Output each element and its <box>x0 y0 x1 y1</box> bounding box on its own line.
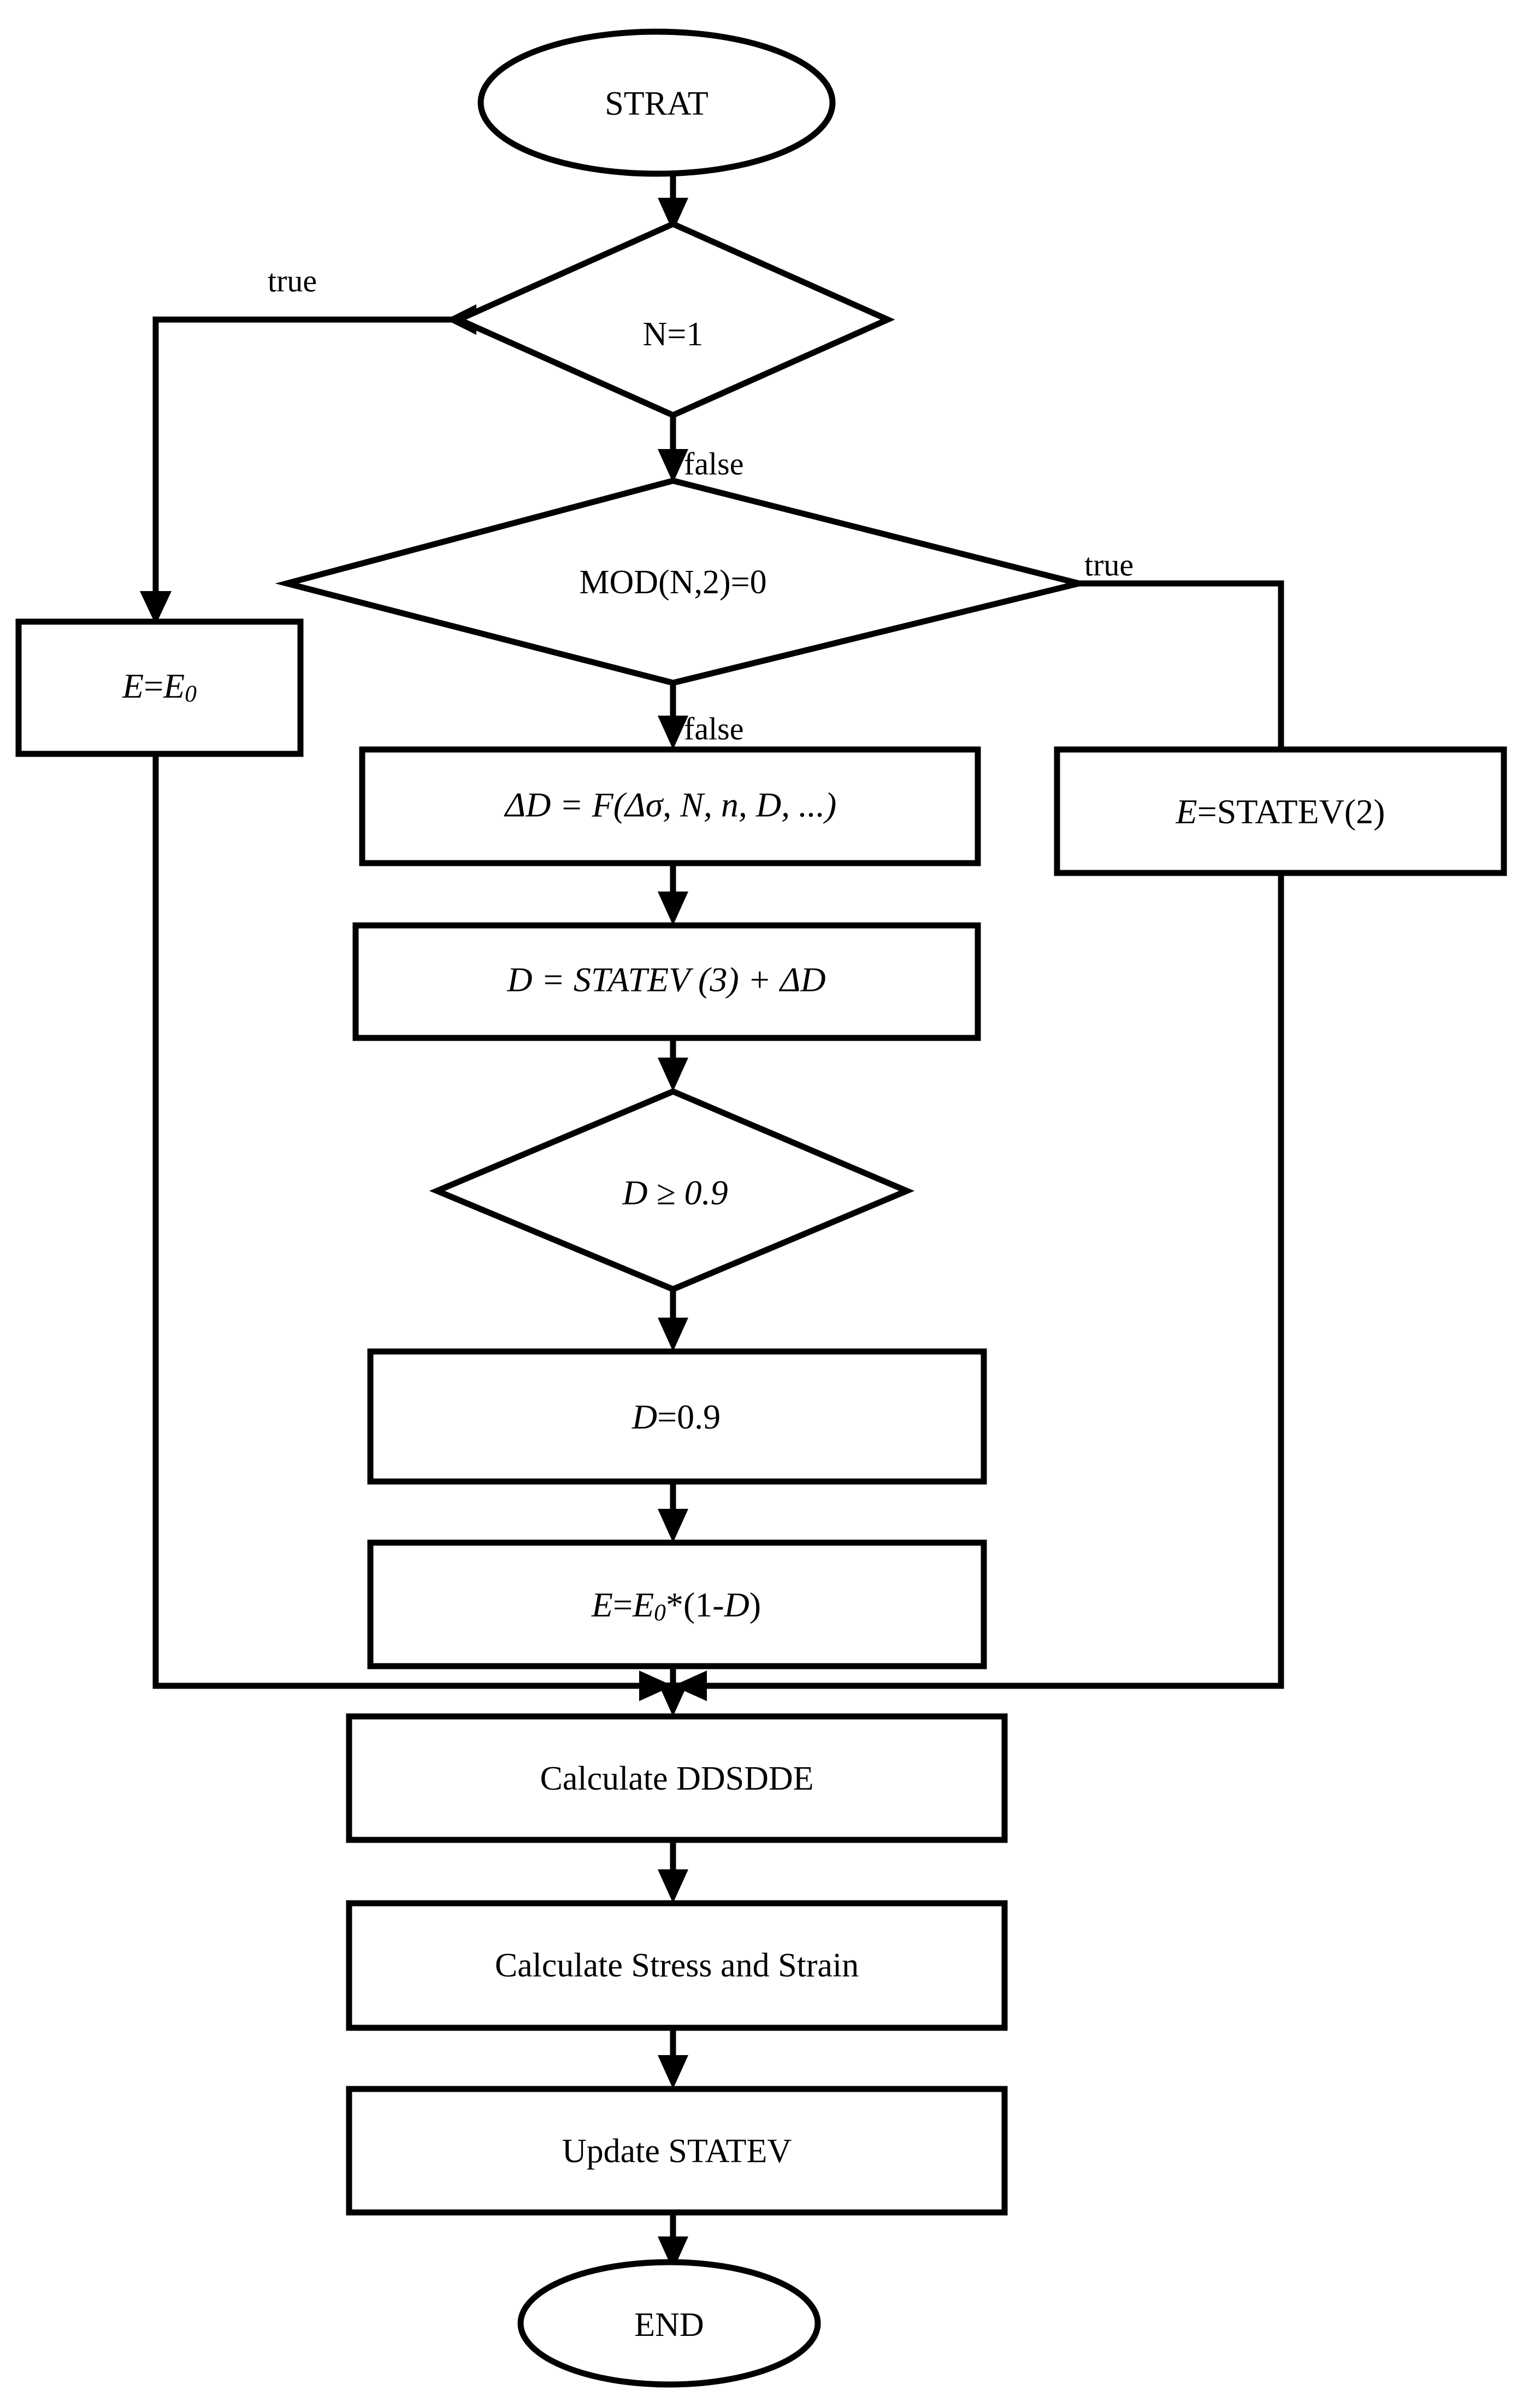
edge-clamp-to-degrade <box>658 1482 688 1543</box>
edge-right-return <box>673 873 1284 1701</box>
node-degrade-e[interactable]: E=E0*(1-D) <box>367 1539 987 1669</box>
node-decision-d-limit[interactable]: D ≥ 0.9 <box>429 1088 915 1292</box>
node-calc-delta-d-label: ΔD = F(Δσ, N, n, D, ...) <box>504 786 837 824</box>
edge-start-to-n1 <box>658 170 688 232</box>
node-update-statev-label: Update STATEV <box>562 2133 792 2170</box>
node-calc-d[interactable]: D = STATEV (3) + ΔD <box>352 922 981 1041</box>
edge-mod-true <box>1079 580 1284 749</box>
node-calc-stress-strain[interactable]: Calculate Stress and Strain <box>346 1900 1008 2031</box>
node-decision-d-limit-label: D ≥ 0.9 <box>622 1173 728 1212</box>
node-calc-ddsdde-label: Calculate DDSDDE <box>540 1760 813 1797</box>
edge-ddsdde-to-stress <box>658 1840 688 1903</box>
edge-label-mod-true: true <box>1084 547 1134 582</box>
edge-label-n1-true: true <box>268 263 317 298</box>
node-decision-n1-label: N=1 <box>643 316 704 353</box>
edge-n1-false <box>658 415 688 483</box>
node-set-e-statev2-label: E=STATEV(2) <box>1176 792 1385 831</box>
node-start-label: STRAT <box>605 85 708 122</box>
node-decision-n1[interactable]: N=1 <box>451 220 895 419</box>
node-degrade-e-label: E=E0*(1-D) <box>591 1585 761 1626</box>
node-end[interactable]: END <box>517 2259 821 2388</box>
edge-update-to-end <box>658 2212 688 2270</box>
node-end-label: END <box>634 2306 704 2344</box>
edge-mod-false <box>658 683 688 749</box>
node-update-statev[interactable]: Update STATEV <box>346 2086 1008 2216</box>
edge-label-n1-false: false <box>684 446 744 481</box>
edge-stress-to-update <box>658 2028 688 2089</box>
node-decision-mod[interactable]: MOD(N,2)=0 <box>275 477 1080 686</box>
edge-merge-to-ddsdde <box>658 1683 688 1716</box>
node-clamp-d-label: D=0.9 <box>631 1397 721 1436</box>
node-calc-delta-d[interactable]: ΔD = F(Δσ, N, n, D, ...) <box>359 746 981 866</box>
node-set-e-statev2[interactable]: E=STATEV(2) <box>1054 746 1507 876</box>
node-clamp-d[interactable]: D=0.9 <box>367 1348 987 1485</box>
edge-left-return <box>152 754 673 1701</box>
edge-d-to-limit <box>658 1038 688 1091</box>
node-calc-stress-strain-label: Calculate Stress and Strain <box>495 1947 859 1984</box>
edge-deltad-to-d <box>658 863 688 925</box>
node-set-e-e0[interactable]: E=E0 <box>15 618 304 757</box>
edge-limit-to-clamp <box>658 1289 688 1351</box>
node-set-e-e0-label: E=E0 <box>122 666 197 707</box>
node-start[interactable]: STRAT <box>477 28 836 177</box>
node-calc-d-label: D = STATEV (3) + ΔD <box>506 960 825 999</box>
node-calc-ddsdde[interactable]: Calculate DDSDDE <box>346 1713 1008 1843</box>
node-decision-mod-label: MOD(N,2)=0 <box>579 564 766 601</box>
edge-label-mod-false: false <box>684 711 744 746</box>
